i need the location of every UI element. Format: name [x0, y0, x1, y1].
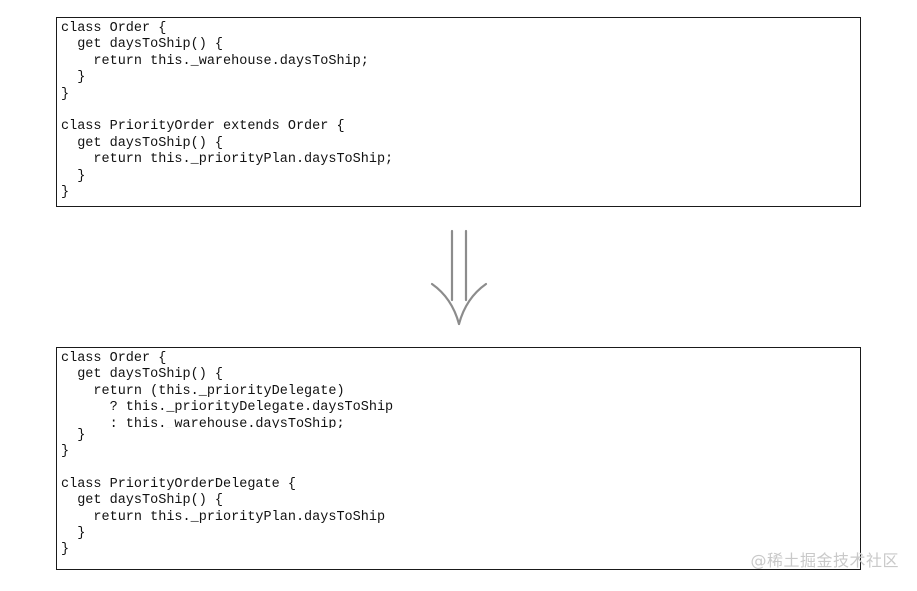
code-line: } — [61, 525, 86, 541]
code-before-block: class Order { get daysToShip() { return … — [57, 18, 860, 201]
code-line: } — [61, 86, 70, 102]
code-line: class PriorityOrder extends Order { — [61, 119, 345, 135]
code-line: class PriorityOrderDelegate { — [61, 476, 296, 492]
code-before-panel: class Order { get daysToShip() { return … — [56, 17, 861, 207]
code-line: } — [61, 184, 70, 200]
code-line: class Order { — [61, 351, 167, 366]
code-line: } — [61, 443, 70, 459]
watermark-label: @稀土掘金技术社区 — [750, 551, 899, 570]
code-line: } — [61, 427, 86, 443]
code-line: return (this._priorityDelegate) — [61, 383, 345, 399]
code-line: } — [61, 168, 86, 184]
arrow-head-right — [457, 282, 488, 326]
arrow-head-left — [430, 282, 461, 326]
code-line: class Order { — [61, 21, 167, 36]
code-line: : this._warehouse.daysToShip; — [61, 416, 345, 428]
code-line: get daysToShip() { — [61, 37, 224, 53]
code-line — [61, 103, 860, 119]
double-down-arrow-icon — [430, 229, 488, 326]
code-line: return this._priorityPlan.daysToShip; — [61, 152, 394, 168]
code-after-block: class Order { get daysToShip() { return … — [57, 348, 860, 559]
code-line: get daysToShip() { — [61, 135, 224, 151]
code-line: } — [61, 70, 86, 86]
code-line: ? this._priorityDelegate.daysToShip — [61, 400, 394, 416]
code-line: get daysToShip() { — [61, 367, 224, 383]
code-line: return this._priorityPlan.daysToShip — [61, 509, 386, 525]
code-line: get daysToShip() { — [61, 493, 224, 509]
code-line — [61, 460, 860, 476]
code-line: return this._warehouse.daysToShip; — [61, 53, 369, 69]
code-after-panel: class Order { get daysToShip() { return … — [56, 347, 861, 570]
code-line: } — [61, 542, 70, 558]
